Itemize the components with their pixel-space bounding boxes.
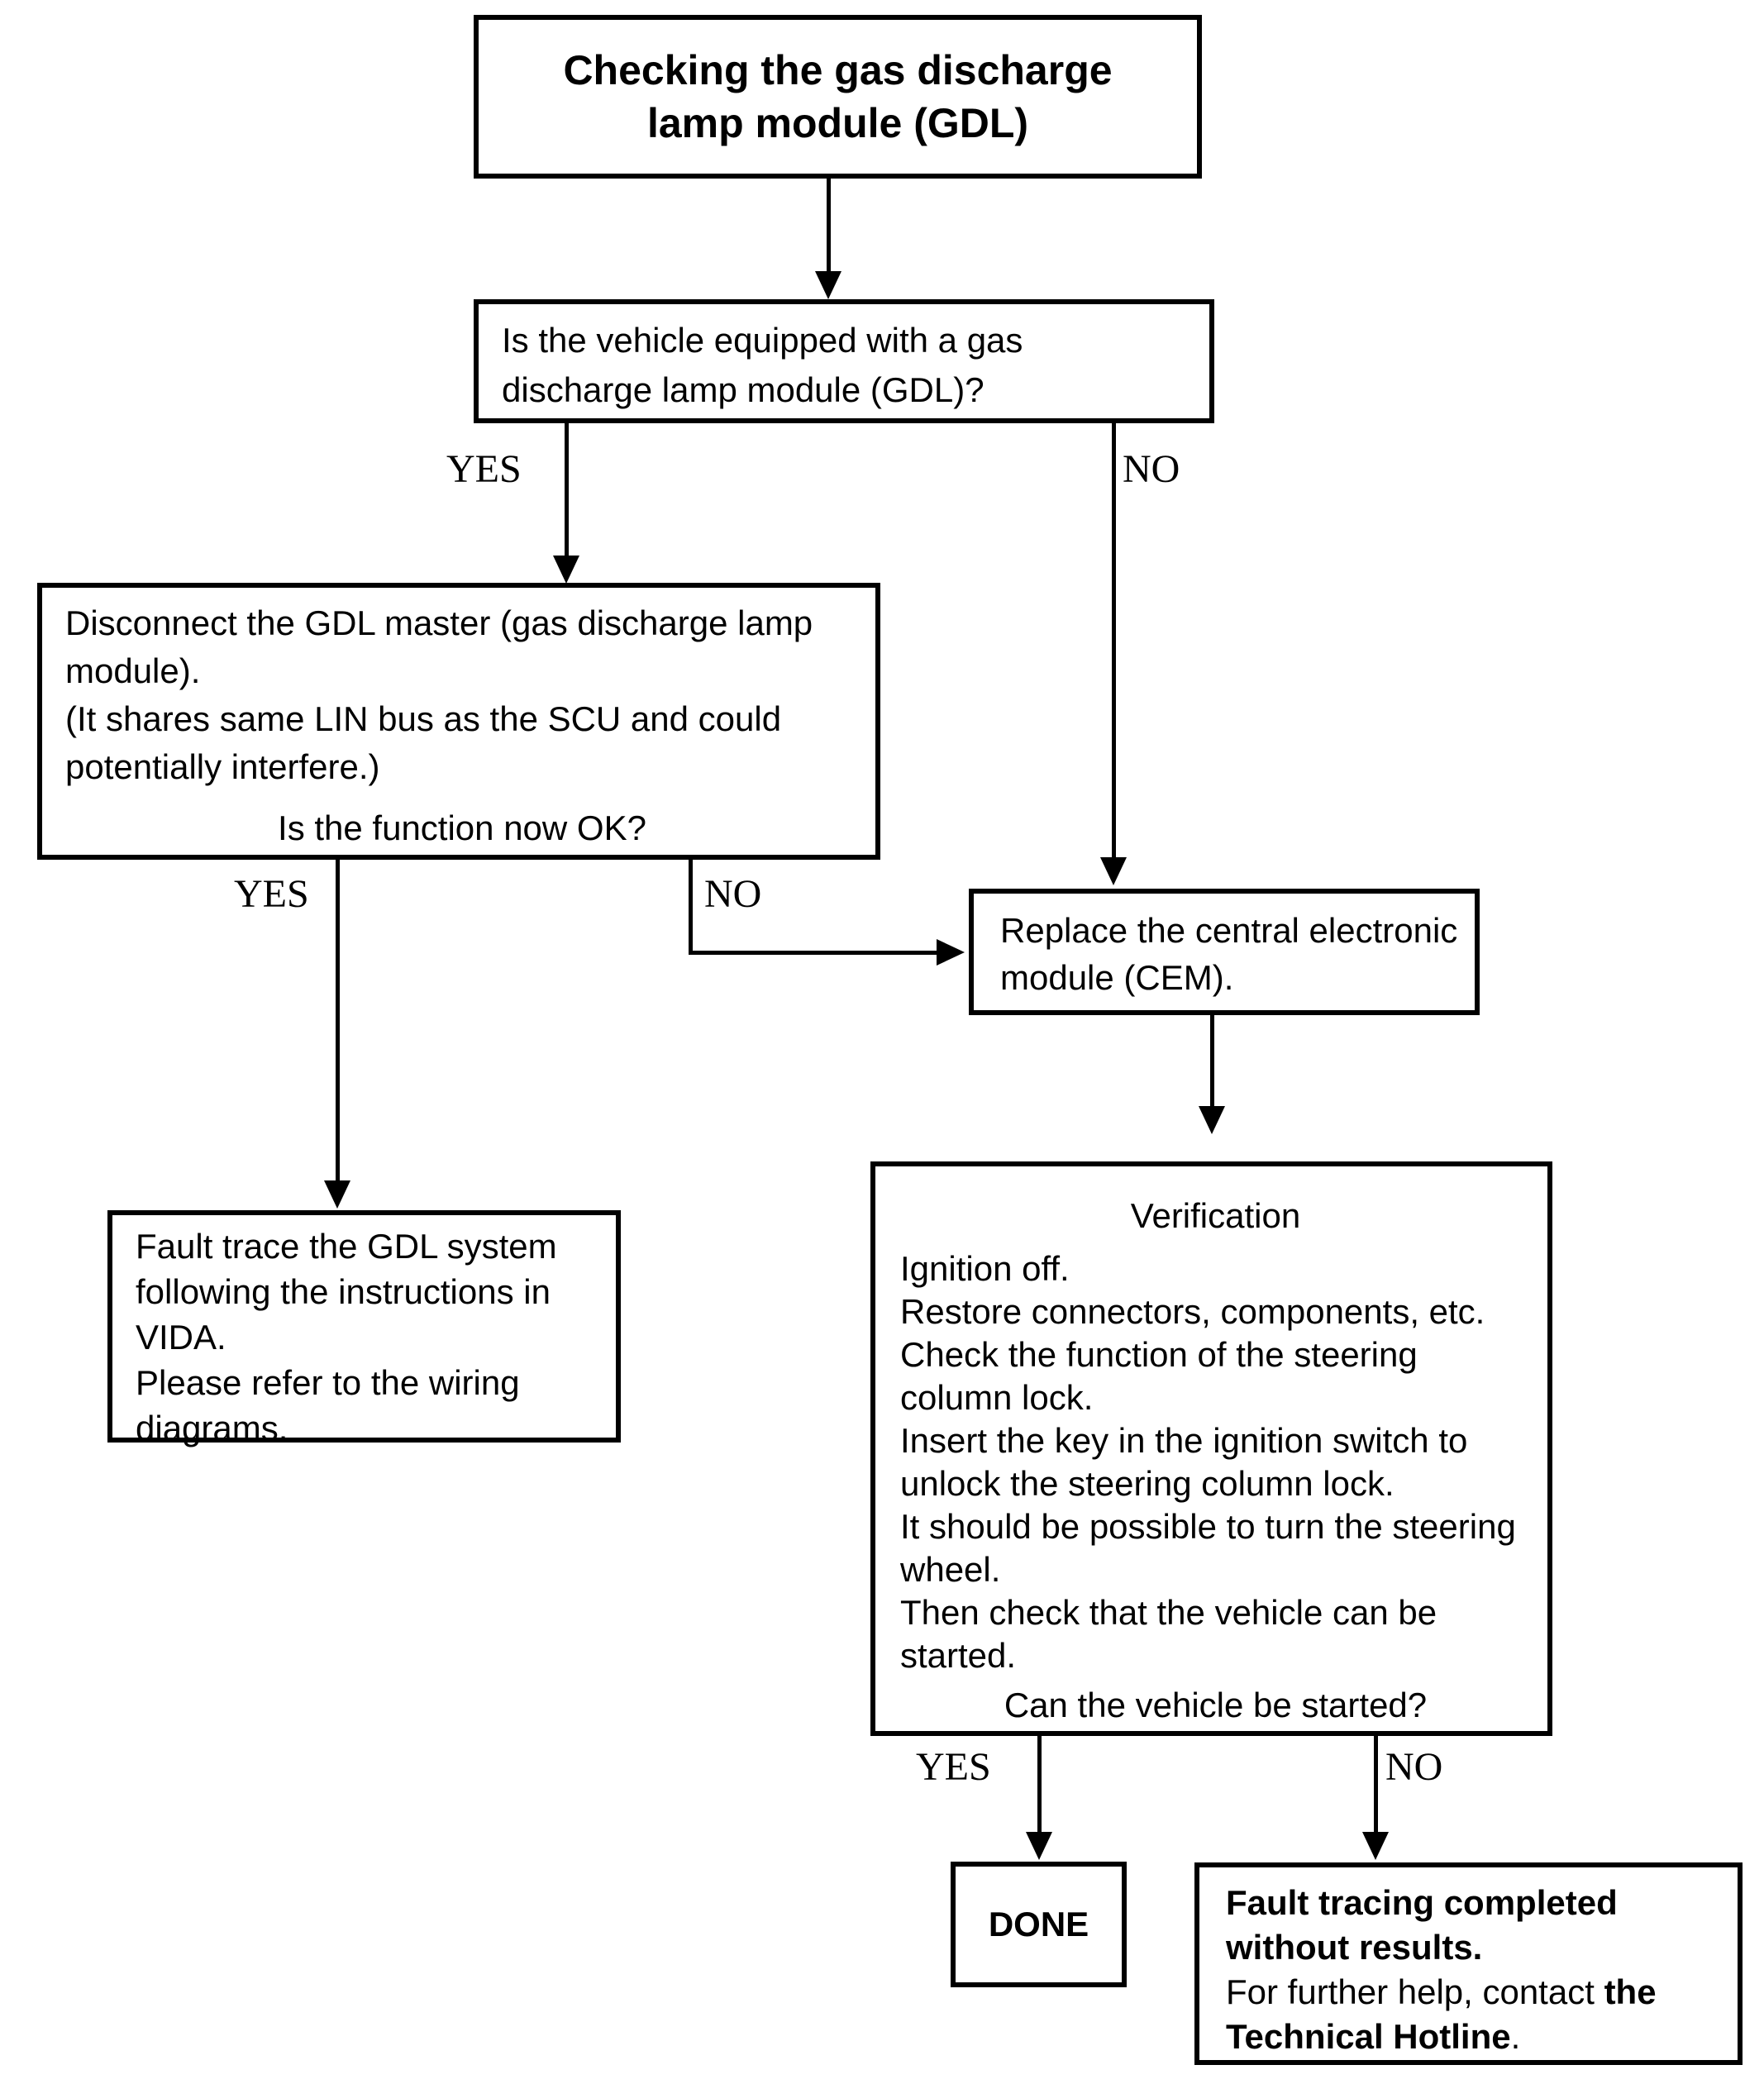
body-line: potentially interfere.) <box>65 747 380 786</box>
edge-q1-no-arrowhead <box>1100 857 1127 885</box>
edge-label-verification-yes: YES <box>916 1745 991 1789</box>
body-line: Then check that the vehicle can be <box>900 1593 1437 1632</box>
edge-q1-yes-arrowhead <box>553 556 579 584</box>
body-line: VIDA. <box>136 1318 226 1357</box>
body-line: wheel. <box>900 1550 1001 1589</box>
done-label: DONE <box>988 1905 1089 1943</box>
title-line: lamp module (GDL) <box>646 100 1029 146</box>
body-line: diagrams. <box>136 1409 288 1447</box>
edge-verification-no-arrowhead <box>1362 1832 1389 1860</box>
edge-q1-no-line <box>1112 423 1116 857</box>
body-line: Restore connectors, components, etc. <box>900 1292 1485 1331</box>
node-disconnect-gdl-master: Disconnect the GDL master (gas discharge… <box>37 583 880 860</box>
body-line: Check the function of the steering <box>900 1335 1418 1374</box>
edge-verification-no-line <box>1374 1736 1378 1832</box>
edge-verification-yes-line <box>1037 1736 1042 1832</box>
body-line-bold: without results. <box>1226 1928 1483 1967</box>
edge-label-disconnect-yes: YES <box>234 872 309 916</box>
node-title-box: Checking the gas discharge lamp module (… <box>474 15 1202 179</box>
edge-cem-to-verification-arrowhead <box>1199 1106 1225 1134</box>
edge-verification-yes-arrowhead <box>1026 1832 1052 1860</box>
title-line: Checking the gas discharge <box>563 47 1113 93</box>
edge-title-to-q1-line <box>827 179 831 271</box>
body-line: column lock. <box>900 1378 1094 1417</box>
inline-question: Can the vehicle be started? <box>1004 1686 1428 1724</box>
edge-q1-yes-line <box>565 423 569 556</box>
edge-label-q1-yes: YES <box>446 447 522 491</box>
node-question-gdl-equipped: Is the vehicle equipped with a gas disch… <box>474 299 1214 423</box>
question-line: Is the vehicle equipped with a gas <box>502 321 1023 360</box>
inline-question: Is the function now OK? <box>278 808 646 847</box>
node-fault-tracing-completed: Fault tracing completed without results.… <box>1194 1862 1743 2065</box>
body-line: following the instructions in <box>136 1272 551 1311</box>
body-line: started. <box>900 1636 1017 1675</box>
node-verification: Verification Ignition off. Restore conne… <box>870 1161 1552 1736</box>
edge-label-q1-no: NO <box>1123 447 1180 491</box>
edge-label-disconnect-no: NO <box>704 872 762 916</box>
body-line-bold: Fault tracing completed <box>1226 1883 1618 1922</box>
body-line-mixed: Technical Hotline. <box>1226 2017 1521 2056</box>
body-line: unlock the steering column lock. <box>900 1464 1395 1503</box>
edge-cem-to-verification-line <box>1210 1015 1214 1106</box>
node-replace-cem: Replace the central electronic module (C… <box>969 889 1480 1015</box>
edge-disconnect-yes-line <box>336 860 340 1180</box>
node-done: DONE <box>951 1862 1127 1987</box>
body-line: Please refer to the wiring <box>136 1363 520 1402</box>
body-line: module). <box>65 651 201 690</box>
body-line: Replace the central electronic <box>1000 911 1458 950</box>
edge-disconnect-no-line-horizontal <box>689 951 937 955</box>
edge-disconnect-yes-arrowhead <box>324 1180 350 1209</box>
body-line: (It shares same LIN bus as the SCU and c… <box>65 699 782 738</box>
body-line: Insert the key in the ignition switch to <box>900 1421 1468 1460</box>
question-line: discharge lamp module (GDL)? <box>502 370 985 409</box>
edge-label-verification-no: NO <box>1385 1745 1443 1789</box>
edge-title-to-q1-arrowhead <box>815 271 841 299</box>
body-line-mixed: For further help, contact the <box>1226 1972 1657 2011</box>
edge-disconnect-no-line-vertical <box>689 860 693 954</box>
body-line: It should be possible to turn the steeri… <box>900 1507 1516 1546</box>
body-line: Ignition off. <box>900 1249 1070 1288</box>
node-fault-trace-gdl: Fault trace the GDL system following the… <box>107 1210 621 1447</box>
edge-disconnect-no-arrowhead <box>937 939 965 966</box>
body-line: Disconnect the GDL master (gas discharge… <box>65 603 813 642</box>
body-line: module (CEM). <box>1000 958 1234 997</box>
body-line: Fault trace the GDL system <box>136 1227 557 1266</box>
verification-title: Verification <box>1130 1196 1301 1235</box>
